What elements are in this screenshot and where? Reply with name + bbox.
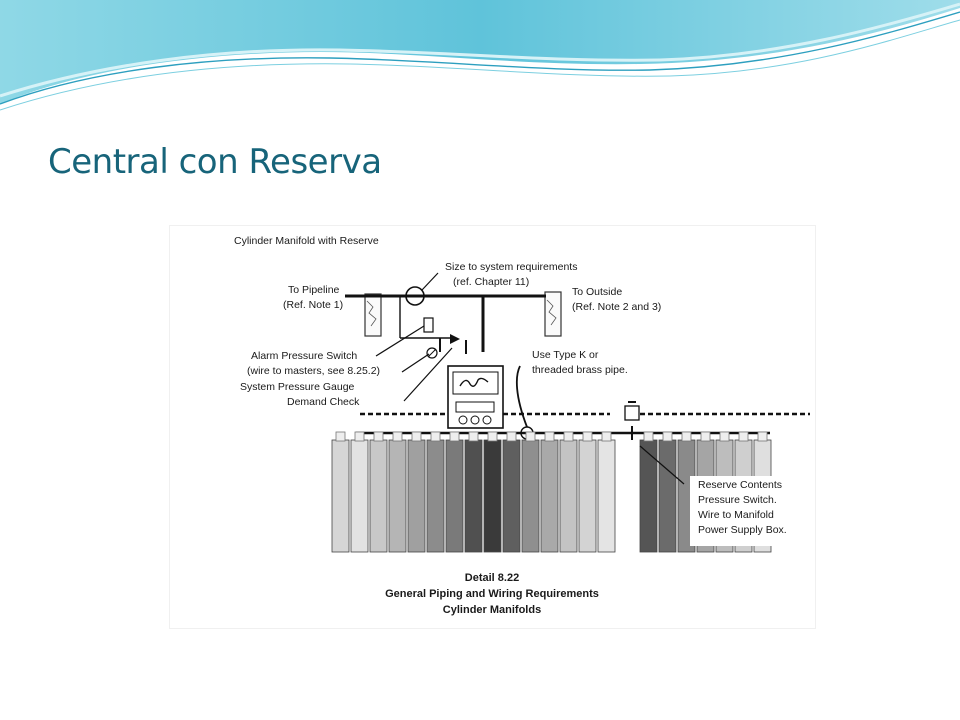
label-reserve-1: Reserve Contents [698, 479, 782, 491]
diagram-heading: Cylinder Manifold with Reserve [234, 235, 379, 247]
main-pipeline [345, 286, 546, 352]
label-pipeline-1: To Pipeline [288, 284, 340, 296]
label-pressure-gauge: System Pressure Gauge [240, 381, 355, 393]
slide-title: Central con Reserva [48, 142, 382, 182]
label-reserve-4: Power Supply Box. [698, 524, 787, 536]
label-pipeline-2: (Ref. Note 1) [283, 299, 343, 311]
label-reserve-2: Pressure Switch. [698, 494, 777, 506]
alarm-switch-assembly [423, 317, 467, 359]
wall-left [364, 293, 382, 337]
header-wave-decoration [0, 0, 960, 111]
manifold-diagram: Cylinder Manifold with Reserve Size to s… [170, 226, 815, 628]
label-pipe-type-1: Use Type K or [532, 349, 599, 361]
label-alarm-wiring: (wire to masters, see 8.25.2) [247, 365, 380, 377]
label-demand-check: Demand Check [287, 396, 360, 408]
label-pipe-type-2: threaded brass pipe. [532, 364, 628, 376]
cylinder-header-pipe [356, 365, 770, 440]
caption-subtitle: Cylinder Manifolds [443, 604, 541, 616]
manifold-drawing: Cylinder Manifold with Reserve Size to s… [234, 235, 815, 616]
label-size-requirements-2: (ref. Chapter 11) [453, 276, 529, 288]
label-reserve-3: Wire to Manifold [698, 509, 774, 521]
manifold-control-box [447, 365, 504, 429]
label-outside-2: (Ref. Note 2 and 3) [572, 301, 661, 313]
label-outside-1: To Outside [572, 286, 622, 298]
caption-detail: Detail 8.22 [465, 572, 519, 584]
caption-title: General Piping and Wiring Requirements [385, 588, 599, 600]
label-alarm-switch: Alarm Pressure Switch [251, 350, 357, 362]
reserve-label-box [690, 476, 815, 546]
leader-lines [375, 272, 685, 485]
cylinder-bank-main [331, 431, 616, 553]
label-size-requirements-1: Size to system requirements [445, 261, 577, 273]
wall-right [544, 291, 562, 337]
